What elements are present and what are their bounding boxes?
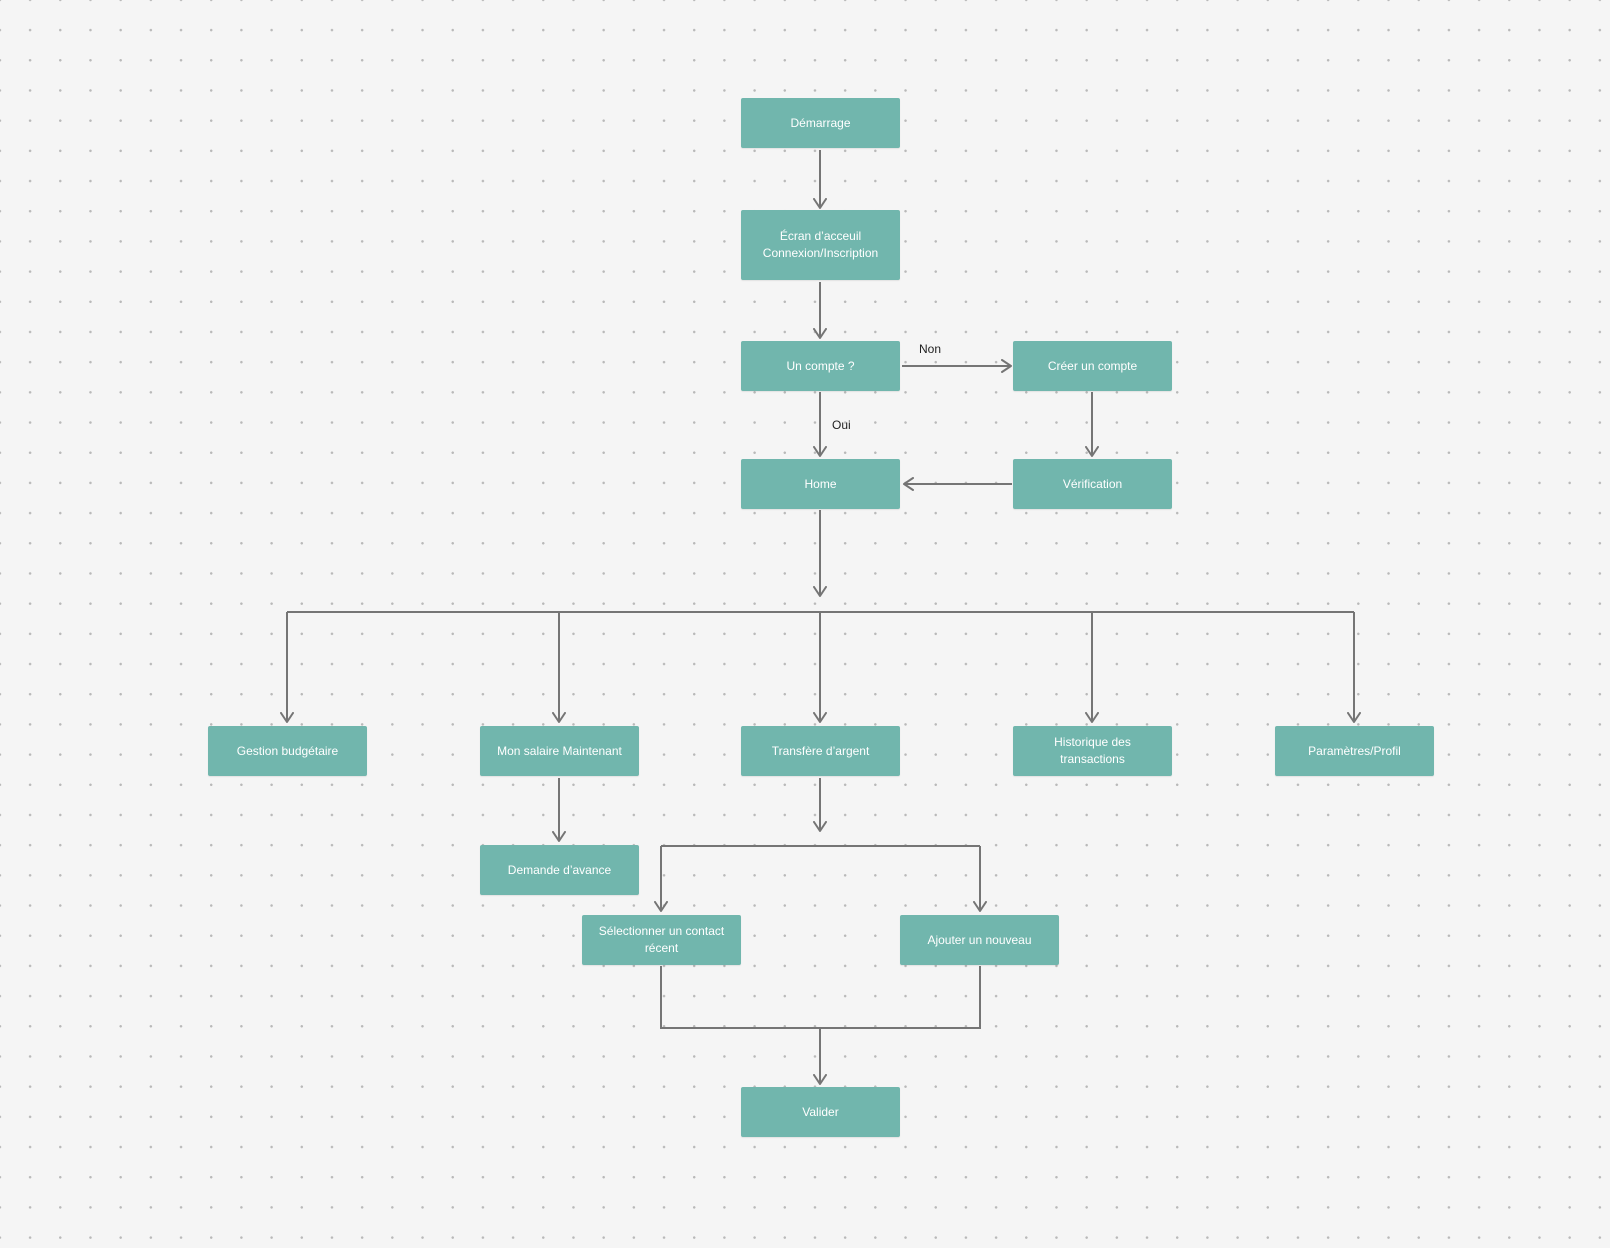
node-gestion-budgetaire[interactable]: Gestion budgétaire [208, 726, 367, 776]
node-transfere-argent[interactable]: Transfère d’argent [741, 726, 900, 776]
connector-merge [660, 966, 981, 1029]
edge-label-non: Non [919, 342, 942, 356]
node-mon-salaire[interactable]: Mon salaire Maintenant [480, 726, 639, 776]
node-selectionner-contact[interactable]: Sélectionner un contact récent [582, 915, 741, 965]
node-ajouter-nouveau[interactable]: Ajouter un nouveau [900, 915, 1059, 965]
node-un-compte[interactable]: Un compte ? [741, 341, 900, 391]
node-demande-avance[interactable]: Demande d’avance [480, 845, 639, 895]
edge-label-oui: Oui [832, 418, 851, 432]
node-demarrage[interactable]: Démarrage [741, 98, 900, 148]
node-home[interactable]: Home [741, 459, 900, 509]
node-parametres-profil[interactable]: Paramètres/Profil [1275, 726, 1434, 776]
node-verification[interactable]: Vérification [1013, 459, 1172, 509]
node-ecran-accueil[interactable]: Écran d’acceuil Connexion/Inscription [741, 210, 900, 280]
node-creer-compte[interactable]: Créer un compte [1013, 341, 1172, 391]
node-historique[interactable]: Historique des transactions [1013, 726, 1172, 776]
node-valider[interactable]: Valider [741, 1087, 900, 1137]
